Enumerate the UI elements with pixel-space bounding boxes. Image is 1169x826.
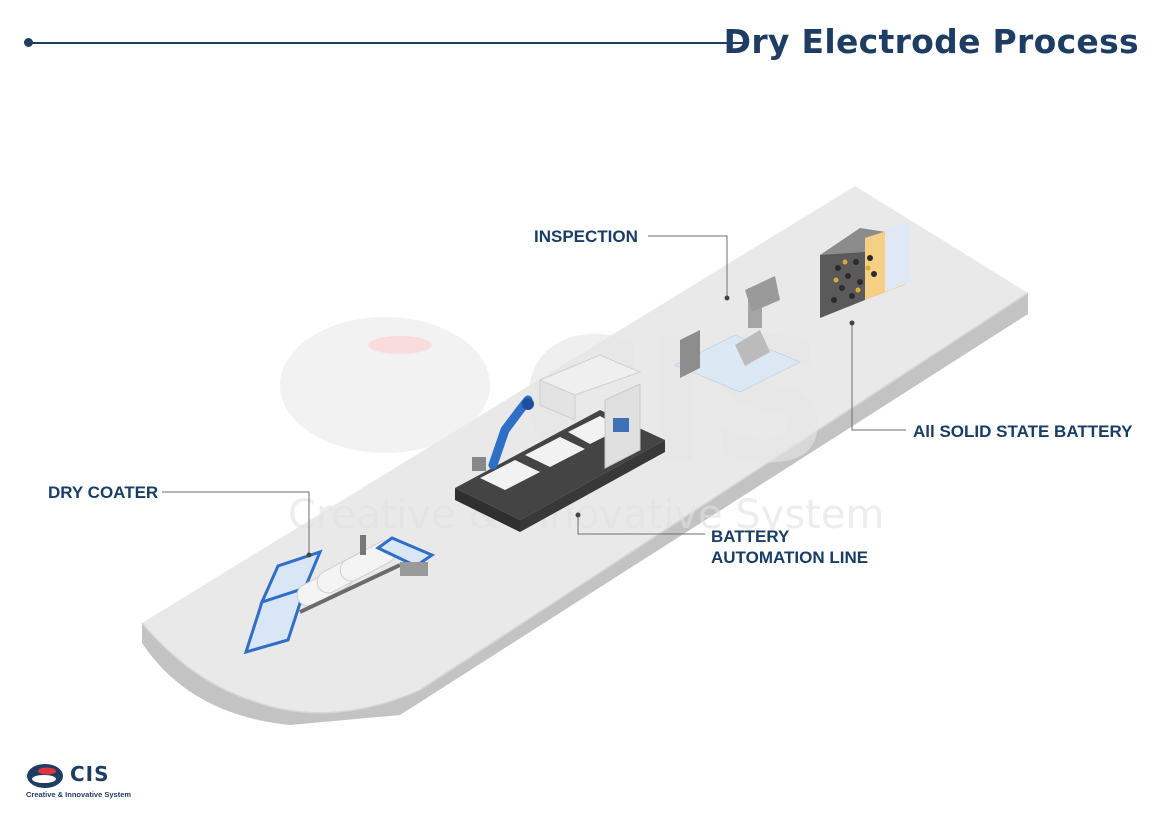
battery-automation-line-illustration <box>455 354 665 532</box>
label-solid-state-battery: All SOLID STATE BATTERY <box>913 422 1133 441</box>
title-line <box>28 42 746 44</box>
watermark-tagline: Creative & Innovative System <box>288 492 884 538</box>
inspection-illustration <box>673 276 802 393</box>
label-battery-automation-line-1: BATTERY <box>711 527 790 546</box>
page-title: Dry Electrode Process <box>723 22 1139 61</box>
callout-dry-coater <box>162 491 310 555</box>
cis-logo: CIS Creative & Innovative System <box>26 762 131 802</box>
platform-edge <box>141 292 1029 714</box>
callout-solid-state-dot <box>849 320 855 326</box>
callout-automation-line-dot <box>575 512 581 518</box>
callout-inspection <box>648 235 728 298</box>
dry-coater-illustration <box>243 535 436 655</box>
cis-logo-tagline: Creative & Innovative System <box>26 790 132 799</box>
solid-state-battery-illustration <box>820 222 910 318</box>
cis-logo-mark <box>27 764 63 788</box>
label-battery-automation-line-2: AUTOMATION LINE <box>711 548 869 567</box>
watermark-logo: CIS Creative & Innovative System <box>280 303 884 538</box>
callout-solid-state <box>851 323 906 431</box>
label-inspection: INSPECTION <box>534 227 638 246</box>
label-battery-automation-line: BATTERY AUTOMATION LINE <box>711 526 868 568</box>
callout-dry-coater-dot <box>306 552 312 558</box>
label-dry-coater: DRY COATER <box>48 483 159 502</box>
callout-lines <box>162 235 906 558</box>
callout-automation-line <box>577 515 705 535</box>
cis-logo-brand: CIS <box>70 762 110 786</box>
callout-inspection-dot <box>724 295 730 301</box>
